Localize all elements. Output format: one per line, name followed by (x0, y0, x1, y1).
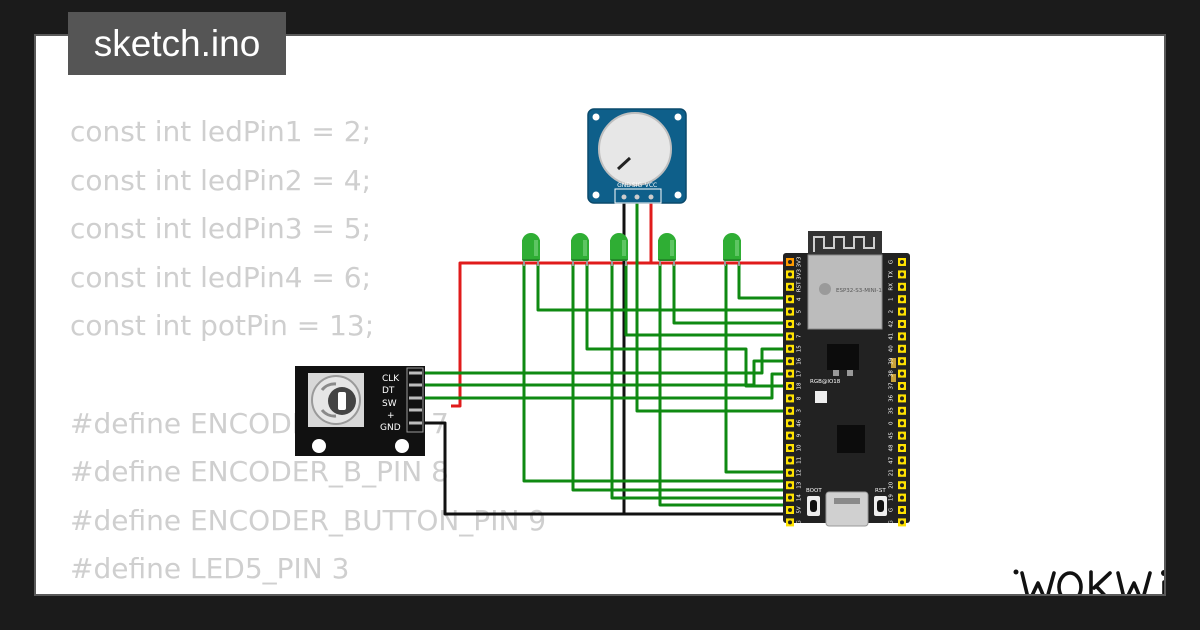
rotary-encoder[interactable]: CLK DT SW + GND (295, 366, 425, 456)
board-pin-label: 18 (797, 382, 803, 389)
green-led[interactable] (723, 233, 741, 266)
board-pin-label: RST (797, 281, 803, 292)
board-pin-label: G (889, 520, 895, 524)
file-title: sketch.ino (68, 12, 286, 75)
board-pin-label: 10 (797, 444, 803, 451)
encoder-pin-label-gnd: GND (380, 423, 401, 433)
board-pin-label: TX (889, 271, 895, 279)
board-pin-label: 15 (797, 345, 803, 352)
black-wire-encoder-gnd (422, 421, 624, 516)
green-wire-clk (422, 347, 790, 375)
encoder-pin-label-dt: DT (382, 386, 395, 396)
wire-group (422, 195, 790, 516)
board-pin-label: G (797, 520, 803, 524)
green-wire-led1-cathode (522, 264, 790, 483)
board-pin-label: 12 (797, 469, 803, 476)
board-pin-label: 20 (889, 481, 895, 488)
led-group (522, 233, 741, 266)
green-wire-led4-cathode (658, 264, 790, 507)
pot-pin-label-sig: SIG (632, 182, 643, 189)
preview-card: const int ledPin1 = 2; const int ledPin2 … (34, 34, 1166, 596)
board-pin-label: 0 (889, 421, 895, 425)
green-wire-led3-anode (624, 264, 790, 337)
code-line: volatile int encoderPosition = 0; (70, 594, 546, 595)
green-wire-led5-cathode (724, 264, 790, 474)
module-label: ESP32-S3-MINI-1 (836, 288, 882, 294)
board-pin-label: 3 (797, 409, 803, 413)
board-pin-label: 5V (797, 506, 803, 513)
green-led[interactable] (658, 233, 676, 266)
green-wire-led1-anode (536, 264, 790, 312)
board-pin-label: 11 (797, 457, 803, 464)
board-pin-label: 3V3 (797, 269, 803, 280)
green-wire-led3-cathode (610, 264, 790, 500)
green-led[interactable] (522, 233, 540, 266)
board-pin-label: 1 (889, 297, 895, 301)
potentiometer[interactable]: GND SIG VCC (587, 108, 687, 204)
green-wire-pot-sig (635, 195, 790, 413)
green-wire-led2-cathode (571, 264, 790, 492)
pot-pin-label-vcc: VCC (645, 182, 657, 189)
board-pin-label: 21 (889, 469, 895, 476)
board-pin-label: 41 (889, 333, 895, 340)
green-led[interactable] (610, 233, 628, 266)
board-pin-label: 35 (889, 407, 895, 414)
board-pin-label: 8 (797, 396, 803, 400)
code-line: const int ledPin3 = 5; (70, 212, 372, 246)
board-pin-label: G (889, 260, 895, 264)
board-pin-label: 37 (889, 382, 895, 389)
board-pin-label: 17 (797, 370, 803, 377)
code-line: #define LED5_PIN 3 (70, 552, 350, 586)
board-pin-label: 4 (797, 297, 803, 301)
board-pin-label: RX (889, 283, 895, 291)
board-pin-label: 40 (889, 345, 895, 352)
board-pin-label: 45 (889, 432, 895, 439)
board-pin-label: 3V3 (797, 256, 803, 267)
circuit-diagram: GND SIG VCC CLK DT (295, 108, 910, 527)
green-wire-led5-anode (737, 264, 790, 300)
board-pin-label: 7 (797, 334, 803, 338)
green-wire-led4-anode (672, 264, 790, 325)
board-pin-label: 13 (797, 481, 803, 488)
board-pin-label: 5 (797, 309, 803, 313)
green-wire-dt (422, 359, 790, 387)
encoder-pin-label-sw: SW (382, 399, 397, 409)
board-pin-label: 48 (889, 444, 895, 451)
board-pin-label: 42 (889, 321, 895, 328)
green-led[interactable] (571, 233, 589, 266)
board-pin-label: 16 (797, 357, 803, 364)
wokwi-logo (1013, 569, 1164, 594)
encoder-pin-label-clk: CLK (382, 374, 400, 384)
encoder-pin-label-plus: + (387, 411, 395, 421)
rgb-led (815, 391, 827, 403)
board-pin-label: G (889, 508, 895, 512)
code-line: const int ledPin2 = 4; (70, 163, 372, 197)
code-line: const int potPin = 13; (70, 309, 375, 343)
board-pin-label: 6 (797, 322, 803, 326)
board-pin-label: 2 (889, 310, 895, 314)
boot-label: BOOT (806, 488, 822, 494)
board-pin-label: 38 (889, 370, 895, 377)
board-pin-label: 39 (889, 357, 895, 364)
code-line: const int ledPin1 = 2; (70, 115, 372, 148)
code-line: const int ledPin4 = 6; (70, 260, 372, 294)
board-pin-label: 46 (797, 419, 803, 426)
usb-connector (825, 491, 869, 527)
green-wire-led2-anode (585, 264, 790, 388)
code-line: #define ENCODER_BUTTON_PIN 9 (70, 503, 547, 537)
potentiometer-knob-indicator (616, 156, 632, 171)
board-pin-label: 14 (797, 494, 803, 501)
rgb-label: RGB@IO18 (810, 379, 841, 385)
board-pin-label: 19 (889, 494, 895, 501)
board-pin-label: 36 (889, 394, 895, 401)
pot-pin-label-gnd: GND (617, 182, 631, 189)
rst-label: RST (875, 488, 886, 494)
board-pin-label: 9 (797, 433, 803, 437)
board-pin-label: 47 (889, 456, 895, 463)
black-wire-pot-gnd (622, 195, 790, 516)
